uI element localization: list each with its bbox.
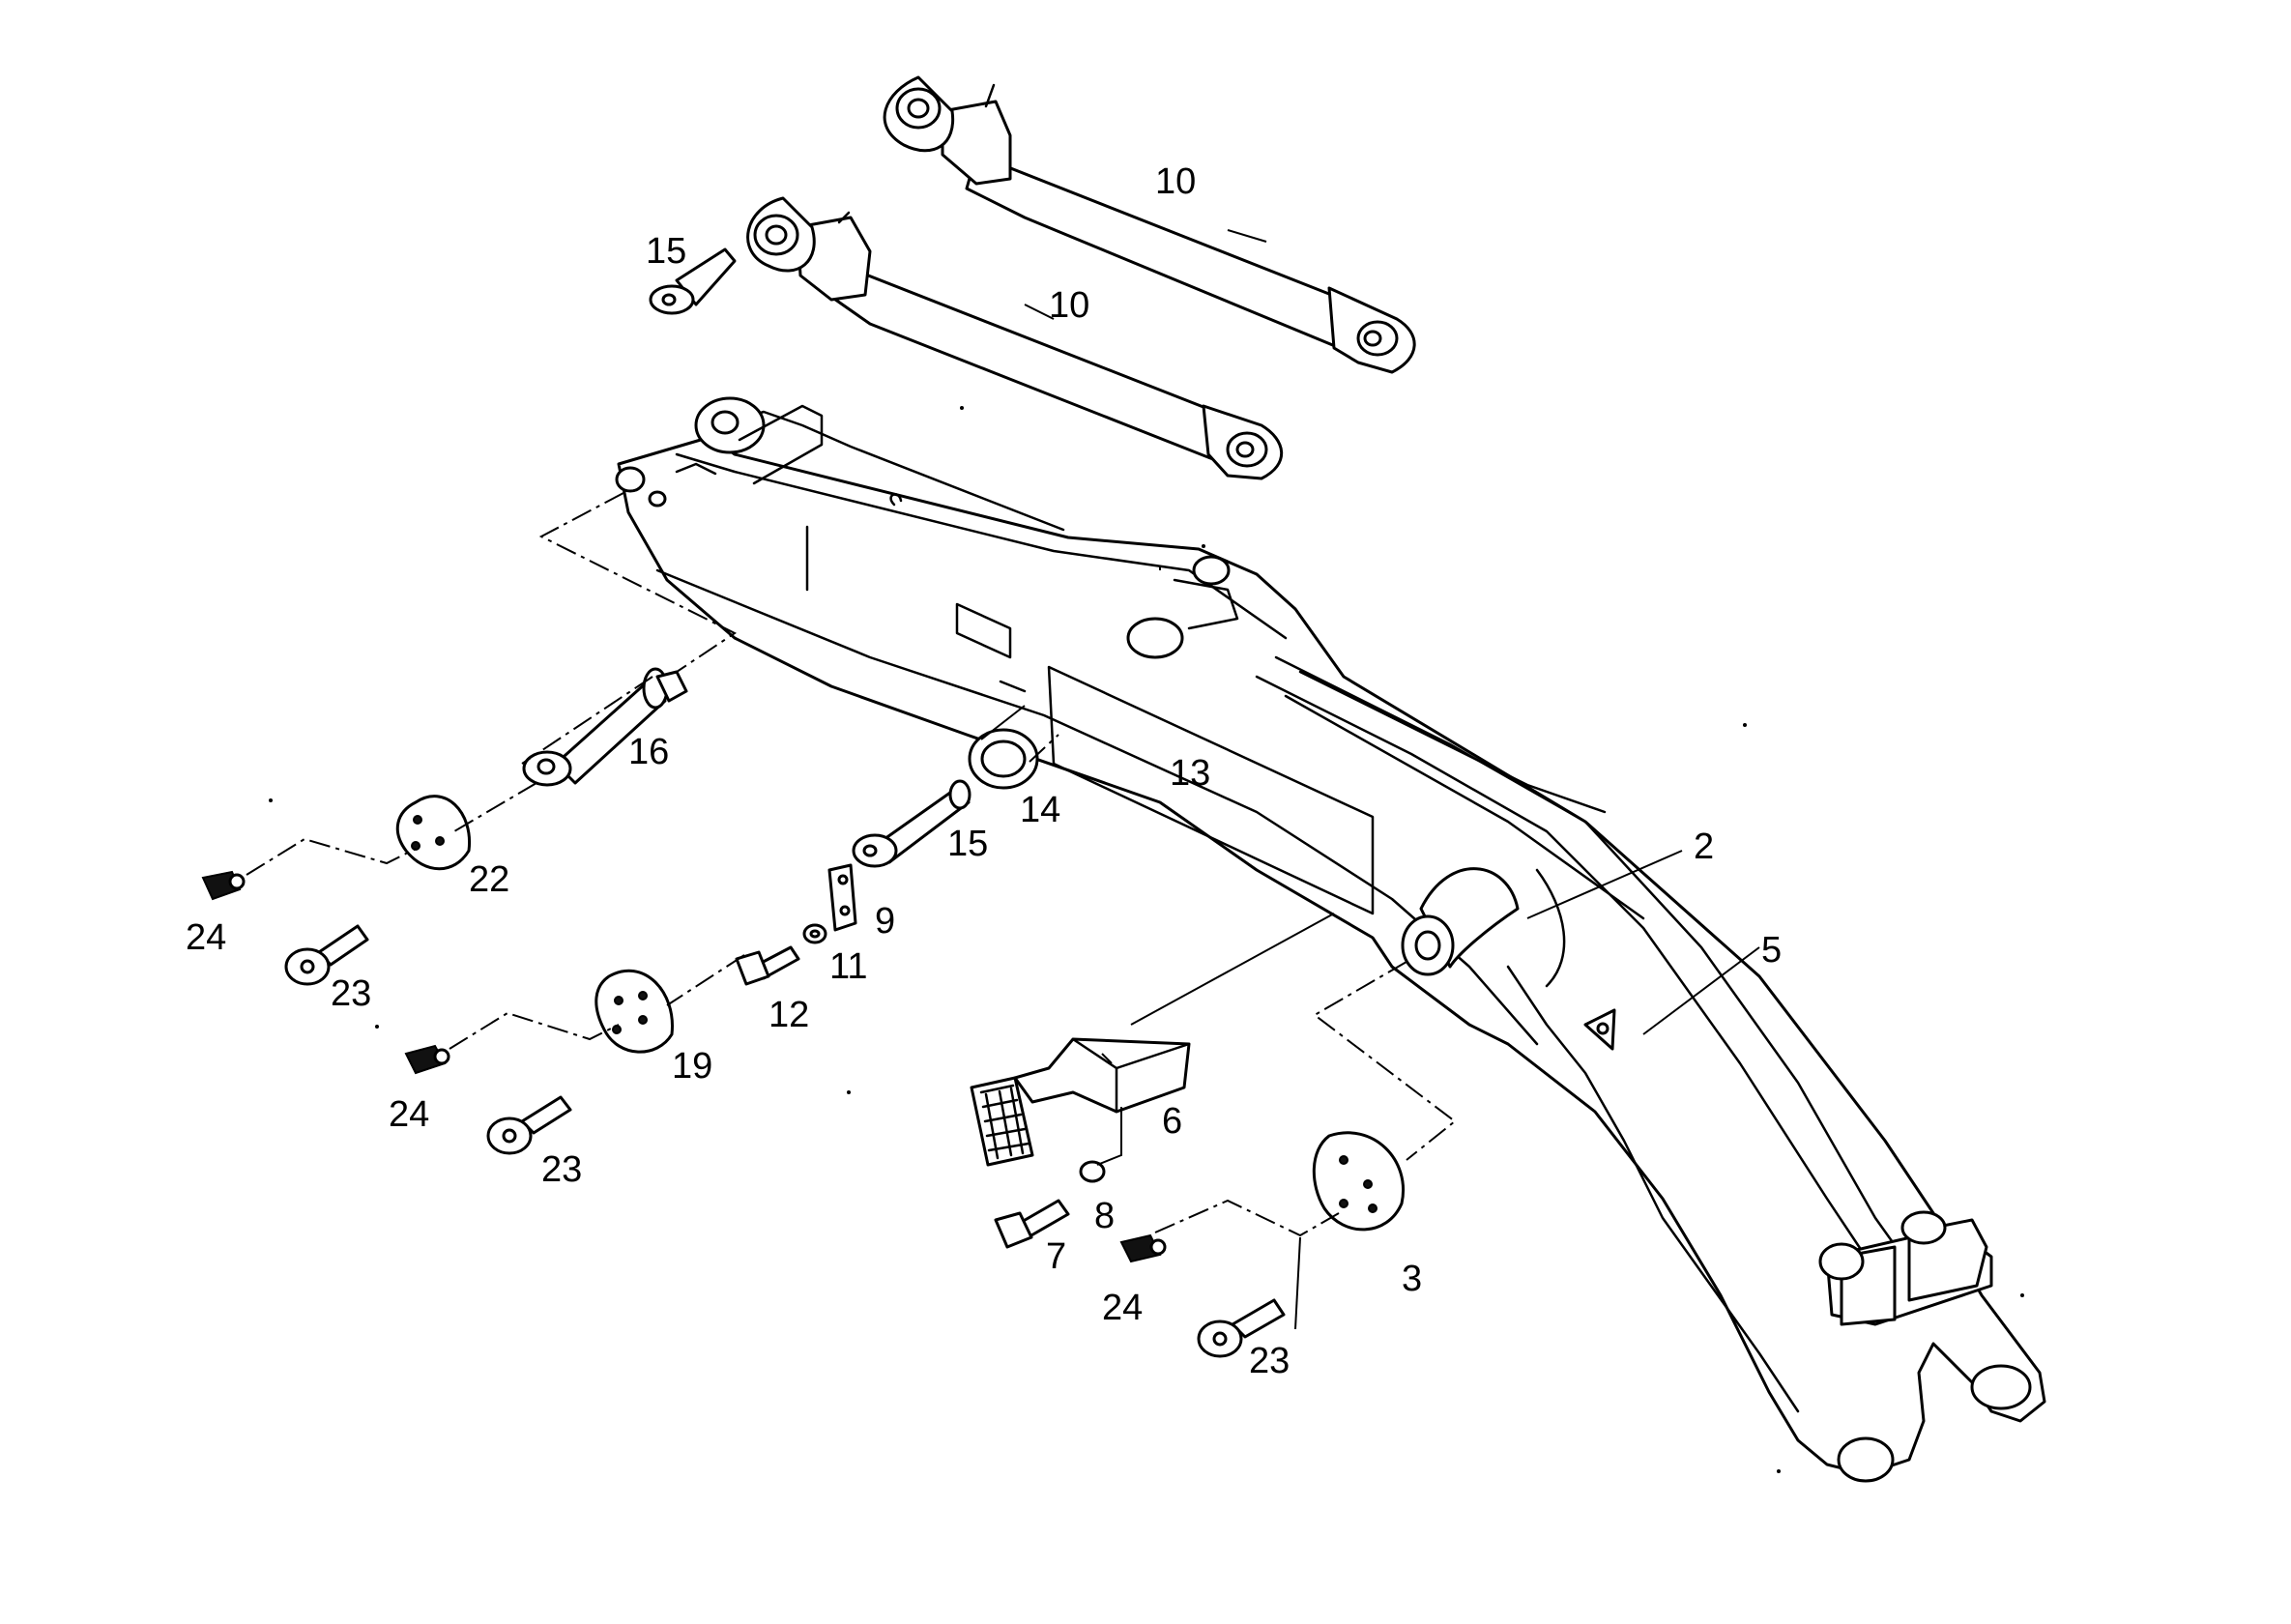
callout-23-c: 23	[1249, 1341, 1290, 1381]
callout-10-lower: 10	[1049, 285, 1089, 326]
cover-plate-3	[1312, 1131, 1405, 1232]
callout-23-b: 23	[541, 1149, 582, 1190]
callout-23-a: 23	[331, 973, 371, 1014]
callout-16: 16	[628, 732, 669, 772]
callout-11: 11	[829, 946, 867, 987]
grease-nipple-24-b	[404, 1044, 450, 1075]
bolt-23-a	[284, 924, 369, 986]
callout-10-upper: 10	[1155, 161, 1196, 202]
boom-arm-2	[615, 396, 2046, 1483]
cover-plate-22	[395, 795, 472, 871]
callout-5: 5	[1761, 930, 1782, 971]
bolt-23-c	[1197, 1298, 1286, 1358]
callout-9: 9	[875, 901, 895, 942]
pin-15-lower	[852, 779, 972, 868]
scan-specks	[269, 406, 2024, 1473]
callout-13: 13	[1170, 753, 1210, 794]
callout-2: 2	[1694, 826, 1714, 867]
callout-labels: 10 10 15 16 22 24 23 13 14 15 9 11 12 19…	[186, 161, 1782, 1381]
callout-24-b: 24	[389, 1094, 429, 1135]
callout-14: 14	[1020, 790, 1060, 830]
hydraulic-cylinder-lower	[746, 196, 1284, 480]
grease-nipple-24-a	[201, 870, 246, 901]
step-6	[970, 1037, 1191, 1167]
callout-24-a: 24	[186, 917, 226, 958]
assembly-lines	[246, 229, 1760, 1330]
bushing-14	[968, 728, 1039, 790]
hydraulic-cylinder-upper	[883, 75, 1416, 374]
callout-3: 3	[1402, 1259, 1422, 1299]
callout-24-c: 24	[1102, 1288, 1143, 1328]
grease-nipple-24-c	[1119, 1233, 1167, 1263]
pin-15-upper	[649, 247, 737, 315]
callout-6: 6	[1162, 1101, 1182, 1142]
callout-7: 7	[1046, 1236, 1066, 1277]
callout-15-lower: 15	[947, 824, 988, 864]
callout-8: 8	[1094, 1196, 1115, 1236]
callout-19: 19	[672, 1046, 712, 1087]
washer-8	[1079, 1160, 1106, 1183]
washer-11	[802, 923, 827, 944]
bolt-23-b	[486, 1095, 572, 1155]
bolt-7	[994, 1199, 1070, 1249]
bolt-12	[735, 945, 800, 986]
callout-22: 22	[469, 859, 509, 900]
callout-12: 12	[768, 995, 809, 1035]
callout-15-upper: 15	[646, 231, 686, 272]
clip-9	[827, 863, 857, 932]
cover-plate-19	[594, 969, 674, 1054]
